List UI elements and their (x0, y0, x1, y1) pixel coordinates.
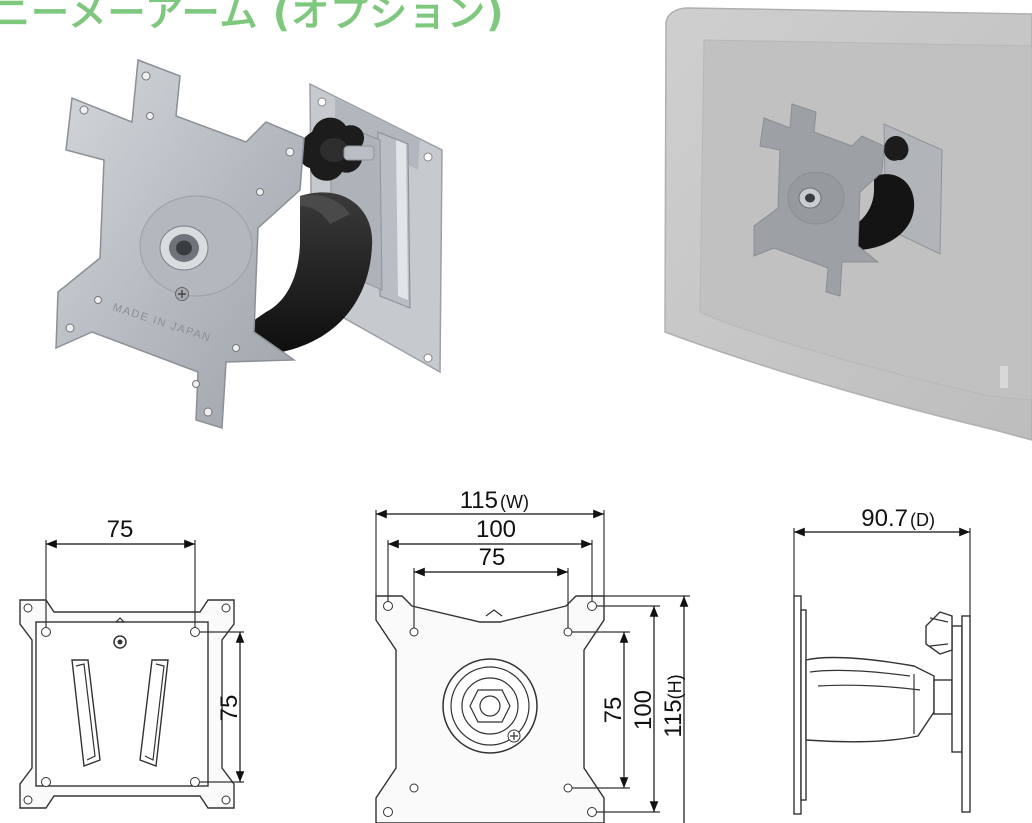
screw-icon (175, 287, 189, 301)
dim-height-front-value: 115 (660, 699, 687, 737)
dim-mid-front: 100 (476, 516, 516, 543)
plate-drawing-left: 75 75 (19, 516, 245, 809)
dim-depth-side: 90.7 (861, 505, 908, 532)
dim-height-front-unit: (H) (665, 674, 685, 699)
dim-width-unit: (W) (500, 492, 529, 512)
bracket-photo: MADE IN JAPAN (55, 58, 443, 429)
dim-height-left: 75 (216, 695, 243, 722)
plate-drawing-side: 90.7 (D) (793, 505, 971, 815)
dim-inner-front: 75 (479, 544, 506, 571)
knob-icon (298, 117, 375, 181)
dim-depth-unit: (D) (910, 510, 935, 530)
monitor-photo (664, 7, 1032, 441)
dim-h-inner-front: 75 (600, 697, 627, 724)
dim-width-front: 115 (460, 487, 498, 514)
dim-height-front: 115(H) (660, 674, 687, 737)
dim-h-mid-front: 100 (630, 690, 657, 730)
dim-width-left: 75 (107, 516, 134, 543)
plate-drawing-front: 115 (W) 100 75 75 100 115(H) (375, 487, 690, 823)
page-title: ニーメーアーム (オプション) (0, 0, 505, 35)
